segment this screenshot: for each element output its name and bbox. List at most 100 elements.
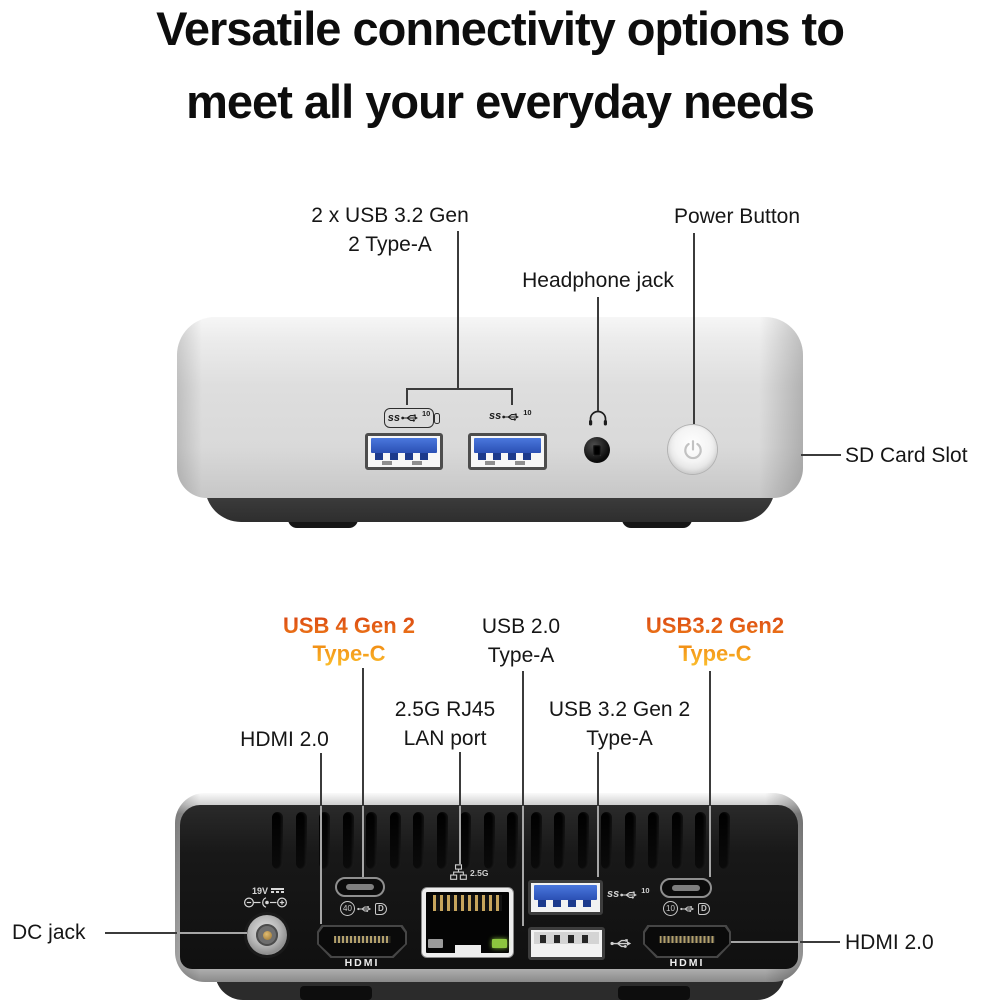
leader-usb4 (362, 668, 364, 806)
vent-slot (577, 812, 589, 869)
leader-usb32c (709, 671, 711, 806)
leader-usb32c-on-panel (709, 806, 711, 877)
leader-hdmi-right (800, 941, 840, 943)
leader-hdmi-right-on-panel (731, 941, 800, 943)
label-lan-port: 2.5G RJ45 LAN port (360, 695, 530, 753)
headphone-jack-port (584, 437, 610, 463)
usb32-type-c-port (660, 878, 712, 898)
hdmi-contacts (659, 936, 715, 943)
leader-hdmi-left (320, 753, 322, 806)
label-usb32c-line2: Type-C (629, 640, 801, 668)
vent-slot (272, 812, 283, 869)
rear-foot-left (300, 986, 372, 1000)
leader-hdmi-left-on-panel (320, 806, 322, 924)
dc-jack-pin (262, 930, 272, 940)
displayport-icon: D (698, 902, 710, 915)
leader-usb20 (522, 671, 524, 806)
vent-slot (671, 812, 683, 869)
leader-front-usb-drop-right (511, 388, 513, 405)
usb-trident-icon (680, 905, 695, 912)
vent-slot (507, 812, 519, 869)
vent-slot (601, 812, 613, 869)
lan-speed-text: 2.5G (470, 868, 489, 878)
leader-lan (459, 752, 461, 806)
usb-trident-icon (502, 413, 520, 421)
vent-slot (483, 812, 495, 869)
leader-dc-jack (105, 932, 177, 934)
vent-slot (460, 812, 472, 869)
rear-usb32-type-a-port (528, 880, 603, 915)
usb-ss10-boxed-icon: ss 10 (384, 408, 440, 428)
usb-blue-tab (371, 438, 437, 453)
label-hdmi-left: HDMI 2.0 (240, 728, 329, 751)
vent-slot (366, 812, 378, 869)
usb-contacts (382, 461, 392, 465)
label-usb32-type-a: USB 3.2 Gen 2 Type-A (532, 695, 707, 753)
leader-power (693, 233, 695, 424)
ss-speed-text: 10 (641, 885, 650, 895)
leader-headphone (597, 297, 599, 411)
usb-contacts (485, 461, 495, 465)
usb-pins (538, 900, 593, 907)
vent-slot (718, 812, 730, 869)
label-front-usb: 2 x USB 3.2 Gen 2 Type-A (275, 201, 505, 259)
usb4-speed-text: 40 (340, 901, 355, 916)
front-usb-a-port-1 (365, 433, 443, 470)
usb20-trident-icon (610, 936, 634, 954)
leader-usb32a (597, 752, 599, 806)
label-usb32a-line2: Type-A (586, 727, 653, 750)
label-power-button: Power Button (673, 205, 801, 228)
label-usb4-type-c: USB 4 Gen 2 Type-C (263, 612, 435, 668)
ss-text: ss (489, 410, 502, 422)
label-usb32a-line1: USB 3.2 Gen 2 (548, 698, 691, 721)
vent-grid (272, 812, 730, 869)
label-usb20-type-a: USB 2.0 Type-A (436, 612, 606, 670)
front-usb-a-port-2 (468, 433, 547, 470)
displayport-icon: D (375, 902, 387, 915)
label-usb20-line2: Type-A (487, 644, 555, 667)
rj45-pins (433, 895, 502, 911)
dc-jack-ring (256, 924, 278, 946)
usb32c-10gbps-dp-icon: 10 D (663, 901, 710, 916)
leader-usb4-on-panel (362, 806, 364, 877)
hdmi-marking-left: HDMI (344, 957, 380, 969)
vent-slot (624, 812, 636, 869)
usb-pins (375, 453, 433, 460)
ss-text: ss (607, 888, 620, 900)
vent-slot (413, 812, 425, 869)
ss-speed-text: 10 (421, 409, 431, 419)
vent-slot (295, 812, 307, 869)
usb-trident-icon (620, 891, 638, 899)
vent-slot (554, 812, 566, 869)
rj45-led-left (428, 939, 443, 948)
usb-blue-tab (534, 885, 597, 900)
leader-front-usb-bracket (406, 388, 512, 390)
ss-text: ss (387, 411, 400, 424)
usb-ss10-icon-rear: ss 10 (607, 885, 650, 900)
hdmi-contacts (334, 936, 390, 943)
label-usb32-type-c: USB3.2 Gen2 Type-C (629, 612, 801, 668)
dc-jack-port (247, 915, 287, 955)
vent-slot (342, 812, 354, 869)
network-icon: 2.5G (450, 864, 488, 882)
usb-pins (478, 453, 537, 460)
title-line-1: Versatile connectivity options to (156, 2, 845, 55)
leader-dc-jack-on-panel (177, 932, 247, 934)
label-usb20-line1: USB 2.0 (481, 615, 561, 638)
hdmi-port-right (643, 925, 731, 958)
hdmi-port-left (317, 925, 407, 958)
label-usb4-line2: Type-C (263, 640, 435, 668)
usb4-type-c-port (335, 877, 385, 897)
label-usb4-line1: USB 4 Gen 2 (263, 612, 435, 640)
ss-speed-text: 10 (523, 407, 532, 417)
vent-slot (436, 812, 448, 869)
label-usb32c-line1: USB3.2 Gen2 (629, 612, 801, 640)
label-lan-line2: LAN port (403, 727, 487, 750)
usb-pins (540, 935, 593, 943)
leader-usb32a-on-panel (597, 806, 599, 877)
dc-input-marking: 19V (238, 887, 298, 909)
usb4-40gbps-dp-icon: 40 D (340, 901, 387, 916)
rj45-clip-tab (454, 945, 481, 954)
label-front-usb-line2: 2 Type-A (348, 233, 432, 256)
